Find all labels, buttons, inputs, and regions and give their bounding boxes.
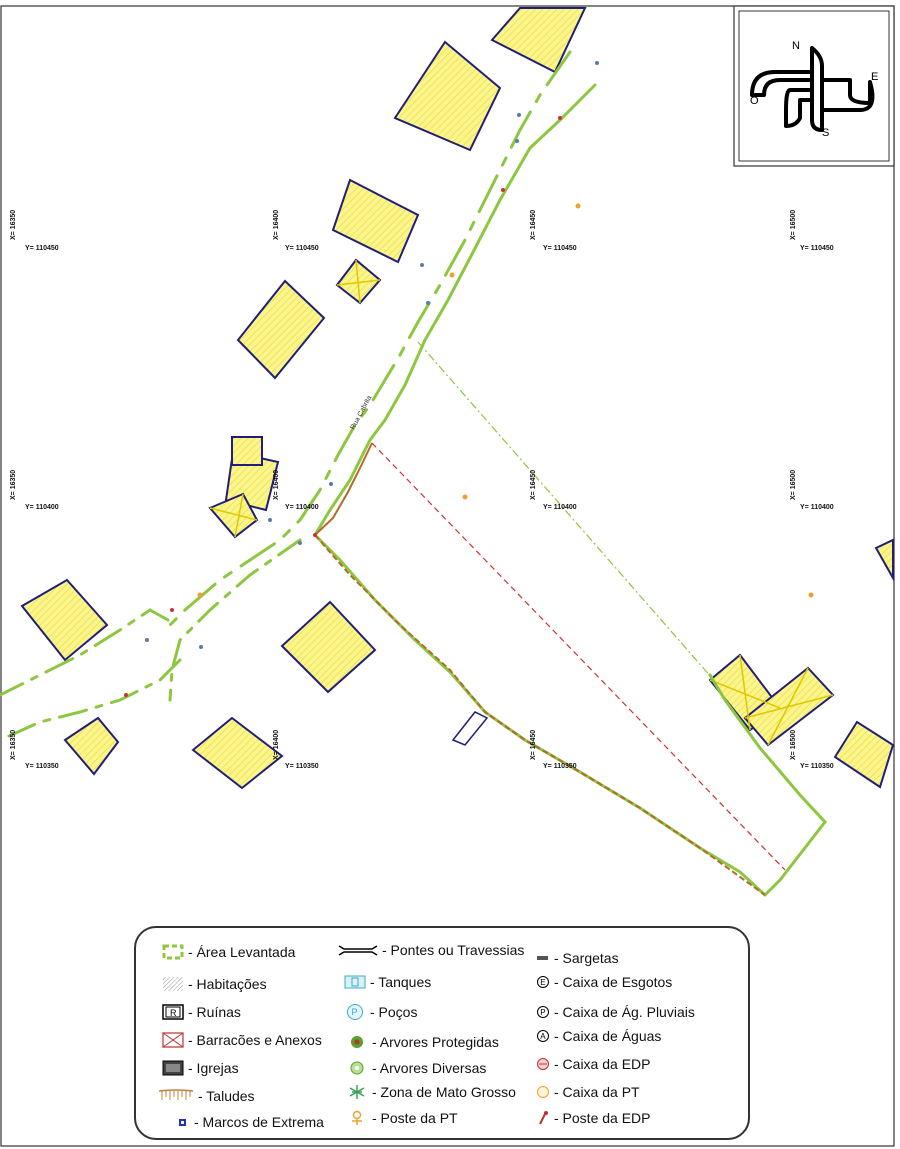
legend-item: - Tanques [344,972,431,992]
ruins-icon: R [162,1004,184,1020]
building [833,720,895,789]
legend-item: R - Ruínas [162,1002,241,1022]
embankment-icon [158,1088,194,1104]
svg-text:Y= 110400: Y= 110400 [25,504,59,511]
scrub-icon [346,1084,368,1100]
legend-item: A - Caixa de Águas [536,1026,661,1046]
housing-hatch-icon [162,976,184,992]
legend-item: - Arvores Protegidas [346,1032,499,1052]
svg-text:Y= 110400: Y= 110400 [543,504,577,511]
legend-item: - Caixa da EDP [536,1054,650,1074]
svg-text:Y= 110350: Y= 110350 [800,763,834,770]
compass-south: S [822,127,829,139]
tree-icon [346,1060,368,1076]
legend-item: P - Poços [344,1002,417,1022]
legend-item: - Pontes ou Travessias [338,940,524,960]
svg-text:X= 16350: X= 16350 [10,730,17,760]
building [280,600,377,694]
legend-item: - Caixa da PT [536,1082,640,1102]
legend-item: - Zona de Mato Grosso [346,1082,516,1102]
buildings [20,7,895,790]
compass-north: N [792,40,800,52]
legend-item: - Poste da EDP [536,1108,651,1128]
svg-text:A: A [540,1032,546,1041]
street-name: Rua Cabrita [350,395,374,431]
legend-item: - Barracões e Anexos [162,1030,322,1050]
svg-text:Y= 110450: Y= 110450 [285,245,319,252]
legend-item: - Poste da PT [346,1108,458,1128]
pt-pole-icon [346,1110,368,1126]
svg-text:X= 16400: X= 16400 [273,470,280,500]
svg-text:E: E [540,978,545,987]
svg-text:Y= 110400: Y= 110400 [285,504,319,511]
church-hatch-icon [162,1060,184,1076]
building [874,538,894,582]
gutter-icon [536,950,550,966]
svg-text:Y= 110400: Y= 110400 [800,504,834,511]
svg-text:Y= 110450: Y= 110450 [543,245,577,252]
tank-icon [344,974,366,990]
svg-text:Y= 110450: Y= 110450 [800,245,834,252]
legend-item: E - Caixa de Esgotos [536,972,672,992]
svg-text:X= 16350: X= 16350 [10,210,17,240]
svg-text:Y= 110450: Y= 110450 [25,245,59,252]
svg-text:Y= 110350: Y= 110350 [543,763,577,770]
svg-text:X= 16450: X= 16450 [530,470,537,500]
svg-text:P: P [540,1008,545,1017]
svg-text:P: P [352,1007,358,1017]
compass-east: E [871,71,878,83]
map-legend: - Área Levantada - Habitações R - Ruínas… [134,926,750,1140]
building [63,716,120,776]
grid-labels: X= 16350 X= 16400 X= 16450 X= 16500 Y= 1… [10,210,834,770]
svg-text:Y= 110350: Y= 110350 [285,763,319,770]
point-symbols [124,61,814,697]
compass-west: O [750,95,759,107]
svg-text:X= 16500: X= 16500 [790,730,797,760]
svg-text:X= 16350: X= 16350 [10,470,17,500]
legend-item: - Igrejas [162,1058,239,1078]
water-box-icon: A [536,1028,550,1044]
legend-item: - Marcos de Extrema [176,1112,324,1132]
building [191,716,284,790]
legend-item: P - Caixa de Ág. Pluviais [536,1002,695,1022]
compass: N S E O [733,5,895,167]
shed-cross-icon [162,1032,184,1048]
well-icon: P [344,1004,366,1020]
legend-item: - Taludes [158,1086,255,1106]
bridge-icon [338,942,378,958]
legend-item: - Arvores Diversas [346,1058,486,1078]
surveyed-area-icon [162,944,184,960]
rainwater-box-icon: P [536,1004,550,1020]
legend-item: - Sargetas [536,948,619,968]
building [490,7,587,74]
svg-text:X= 16500: X= 16500 [790,470,797,500]
parcel-boundary [314,341,786,896]
compass-rose-icon [750,46,875,132]
legend-item: - Área Levantada [162,942,295,962]
svg-text:X= 16500: X= 16500 [790,210,797,240]
road-edges [0,50,827,897]
svg-text:X= 16450: X= 16450 [530,210,537,240]
legend-item: - Habitações [162,974,267,994]
building [20,578,109,662]
svg-text:X= 16400: X= 16400 [273,730,280,760]
protected-tree-icon [346,1034,368,1050]
building [236,279,326,380]
boundary-marker-icon [176,1114,190,1130]
svg-text:X= 16400: X= 16400 [273,210,280,240]
edp-pole-icon [536,1110,550,1126]
sewer-box-icon: E [536,974,550,990]
edp-box-icon [536,1056,550,1072]
building [393,40,502,152]
pt-box-icon [536,1084,550,1100]
svg-text:X= 16450: X= 16450 [530,730,537,760]
svg-text:R: R [170,1008,177,1018]
svg-text:Y= 110350: Y= 110350 [25,763,59,770]
building [331,178,420,264]
